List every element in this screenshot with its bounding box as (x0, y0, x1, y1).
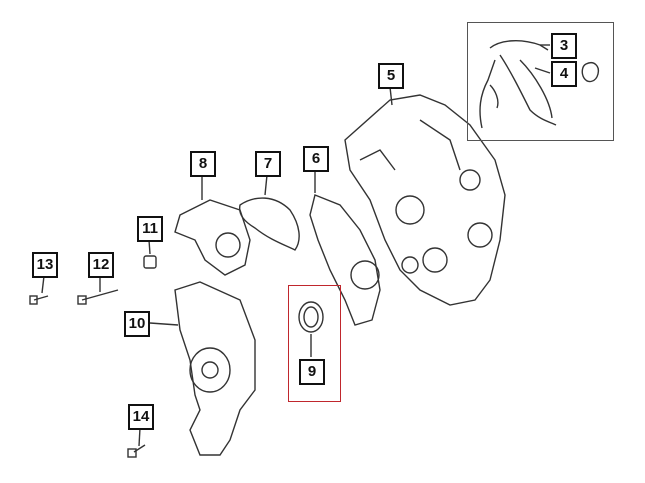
timing-cover-part (344, 86, 506, 306)
cover-gasket-part (309, 170, 381, 326)
water-pump-part (149, 281, 256, 456)
callout-10[interactable]: 10 (124, 311, 150, 337)
harness-inset-frame (467, 22, 614, 141)
wiring-harness-part (479, 40, 600, 129)
callout-13[interactable]: 13 (32, 252, 58, 278)
callout-12[interactable]: 12 (88, 252, 114, 278)
water-pump-housing-part (174, 175, 251, 276)
callout-6[interactable]: 6 (303, 146, 329, 172)
bolt-13-part (29, 275, 49, 305)
bolt-14-part (127, 427, 146, 458)
pump-gasket-part (238, 174, 300, 251)
highlight-frame (288, 285, 341, 402)
callout-4[interactable]: 4 (551, 61, 577, 87)
callout-11[interactable]: 11 (137, 216, 163, 242)
callout-8[interactable]: 8 (190, 151, 216, 177)
callout-5[interactable]: 5 (378, 63, 404, 89)
dowel-part (143, 239, 157, 269)
callout-9[interactable]: 9 (299, 359, 325, 385)
bolt-12-part (77, 276, 119, 305)
callout-3[interactable]: 3 (551, 33, 577, 59)
callout-7[interactable]: 7 (255, 151, 281, 177)
front-crank-seal-part (298, 301, 324, 357)
callout-14[interactable]: 14 (128, 404, 154, 430)
